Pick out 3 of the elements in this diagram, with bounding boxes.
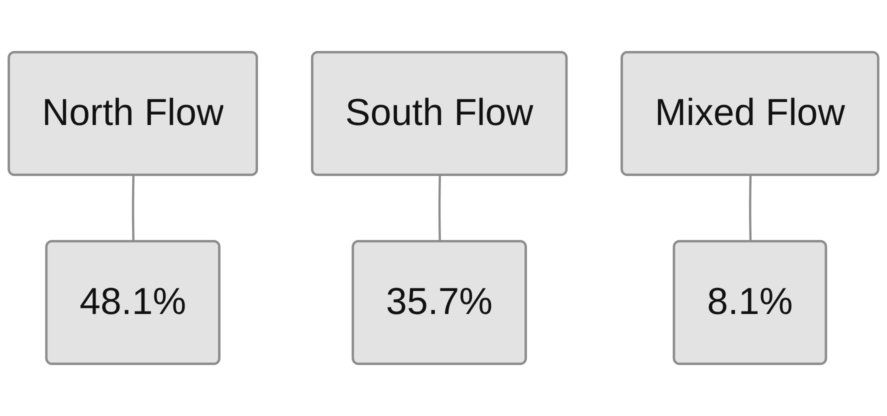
connector bbox=[749, 175, 752, 242]
connector bbox=[438, 175, 441, 242]
connector bbox=[132, 175, 135, 242]
